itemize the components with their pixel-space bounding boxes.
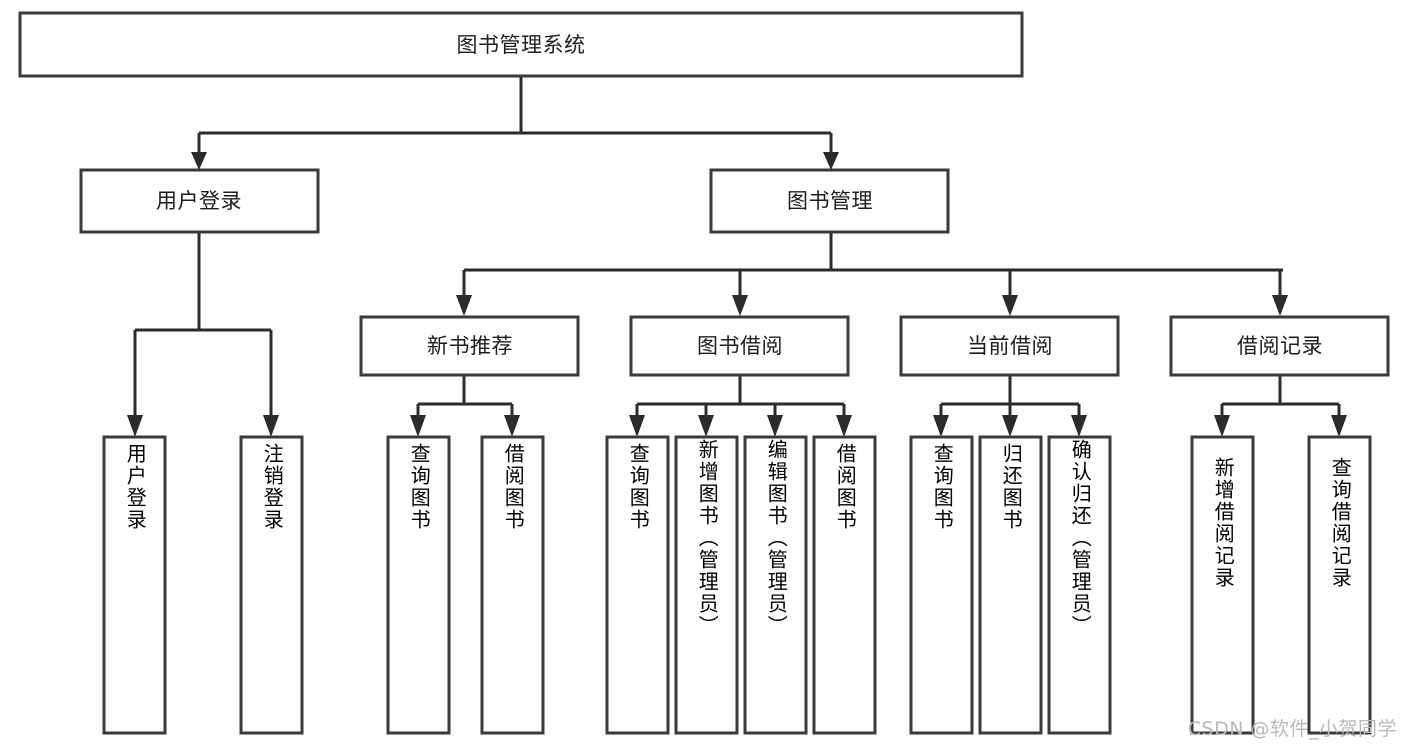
leaf-book-borrow-1-label: 查询图书 (626, 443, 651, 531)
leaf-box-book-borrow-3[interactable] (743, 435, 808, 735)
leaf-box-current-borrow-2[interactable] (978, 435, 1043, 735)
node-borrow-record-box[interactable] (1169, 315, 1390, 377)
arrow-leaf-book-borrow-1 (629, 415, 645, 437)
leaf-current-borrow-2-label: 归还图书 (999, 443, 1024, 531)
node-new-book-recommend-label: 新书推荐 (427, 334, 513, 358)
node-borrow-record[interactable]: 借阅记录 (1169, 315, 1390, 377)
leaf-box-book-borrow-2[interactable] (674, 435, 739, 735)
leaf-box-user-login-1[interactable] (102, 435, 167, 735)
arrow-leaf-book-borrow-4 (836, 415, 852, 437)
leaf-borrow-record-1[interactable]: 新增借阅记录 (1192, 437, 1253, 733)
leaf-user-login-2-label: 注销登录 (260, 443, 285, 531)
node-current-borrow-label: 当前借阅 (967, 334, 1053, 358)
leaf-book-borrow-3[interactable]: 编辑图书（管理员） (745, 437, 806, 733)
node-book-management[interactable]: 图书管理 (709, 168, 950, 234)
node-book-borrow[interactable]: 图书借阅 (629, 315, 850, 377)
arrow-leaf-current-borrow-1 (933, 415, 949, 437)
node-new-book-recommend-box[interactable] (359, 315, 580, 377)
node-book-management-box[interactable] (709, 168, 950, 234)
leaf-borrow-record-1-label: 新增借阅记录 (1211, 457, 1236, 589)
node-user-login-box[interactable] (79, 168, 320, 234)
leaf-new-book-1-label: 查询图书 (407, 443, 432, 531)
arrow-leaf-book-borrow-3 (767, 415, 783, 437)
arrow-leaf-book-borrow-2 (698, 415, 714, 437)
node-book-management-label: 图书管理 (787, 189, 873, 213)
leaf-book-borrow-2[interactable]: 新增图书（管理员） (676, 437, 737, 733)
node-root-label: 图书管理系统 (457, 33, 586, 57)
leaf-box-new-book-2[interactable] (480, 435, 545, 735)
arrow-leaf-borrow-record-1 (1214, 415, 1230, 437)
leaf-borrow-record-2[interactable]: 查询借阅记录 (1309, 437, 1370, 733)
leaf-current-borrow-3[interactable]: 确认归还（管理员） (1049, 437, 1110, 733)
leaf-new-book-1[interactable]: 查询图书 (388, 437, 449, 733)
leaf-new-book-2-label: 借阅图书 (501, 443, 526, 531)
leaf-book-borrow-3-label: 编辑图书（管理员） (764, 439, 789, 637)
node-current-borrow-box[interactable] (899, 315, 1120, 377)
arrow-to-user-login (191, 152, 207, 170)
node-current-borrow[interactable]: 当前借阅 (899, 315, 1120, 377)
leaf-box-current-borrow-3[interactable] (1047, 435, 1112, 735)
leaf-current-borrow-1[interactable]: 查询图书 (911, 437, 972, 733)
node-new-book-recommend[interactable]: 新书推荐 (359, 315, 580, 377)
leaf-current-borrow-1-label: 查询图书 (930, 443, 955, 531)
arrow-leaf-borrow-record-2 (1331, 415, 1347, 437)
arrow-to-borrow-record (1272, 295, 1288, 316)
leaf-user-login-2[interactable]: 注销登录 (241, 437, 302, 733)
leaf-user-login-1-label: 用户登录 (123, 443, 148, 531)
leaf-box-current-borrow-1[interactable] (909, 435, 974, 735)
leaf-box-user-login-2[interactable] (239, 435, 304, 735)
node-book-borrow-label: 图书借阅 (697, 334, 783, 358)
arrow-leaf-new-book-2 (504, 415, 520, 437)
node-book-borrow-box[interactable] (629, 315, 850, 377)
connector-group (127, 76, 1347, 437)
arrow-to-current-borrow (1002, 295, 1018, 316)
arrow-to-book-borrow (732, 295, 748, 316)
arrow-leaf-user-login-2 (263, 415, 279, 437)
leaf-book-borrow-4[interactable]: 借阅图书 (814, 437, 875, 733)
arrow-leaf-new-book-1 (410, 415, 426, 437)
leaf-box-borrow-record-1[interactable] (1190, 435, 1255, 735)
leaf-box-book-borrow-1[interactable] (605, 435, 670, 735)
leaf-current-borrow-3-label: 确认归还（管理员） (1068, 439, 1093, 637)
leaf-current-borrow-2[interactable]: 归还图书 (980, 437, 1041, 733)
leaf-box-new-book-1[interactable] (386, 435, 451, 735)
arrow-to-book-mgmt (823, 152, 839, 170)
arrow-to-new-book (456, 295, 472, 316)
leaf-book-borrow-2-label: 新增图书（管理员） (695, 439, 720, 637)
node-root-box[interactable] (18, 11, 1024, 78)
node-root[interactable]: 图书管理系统 (18, 11, 1024, 78)
leaf-book-borrow-4-label: 借阅图书 (833, 443, 858, 531)
leaf-box-book-borrow-4[interactable] (812, 435, 877, 735)
leaf-box-borrow-record-2[interactable] (1307, 435, 1372, 735)
node-user-login-label: 用户登录 (156, 189, 242, 213)
leaf-new-book-2[interactable]: 借阅图书 (482, 437, 543, 733)
leaf-book-borrow-1[interactable]: 查询图书 (607, 437, 668, 733)
arrow-leaf-current-borrow-2 (1002, 415, 1018, 437)
node-user-login[interactable]: 用户登录 (79, 168, 320, 234)
arrow-leaf-current-borrow-3 (1071, 415, 1087, 437)
leaf-borrow-record-2-label: 查询借阅记录 (1328, 457, 1353, 589)
leaf-user-login-1[interactable]: 用户登录 (104, 437, 165, 733)
arrow-leaf-user-login-1 (127, 415, 143, 437)
node-borrow-record-label: 借阅记录 (1237, 334, 1323, 358)
leaf-box-group (102, 435, 1372, 735)
